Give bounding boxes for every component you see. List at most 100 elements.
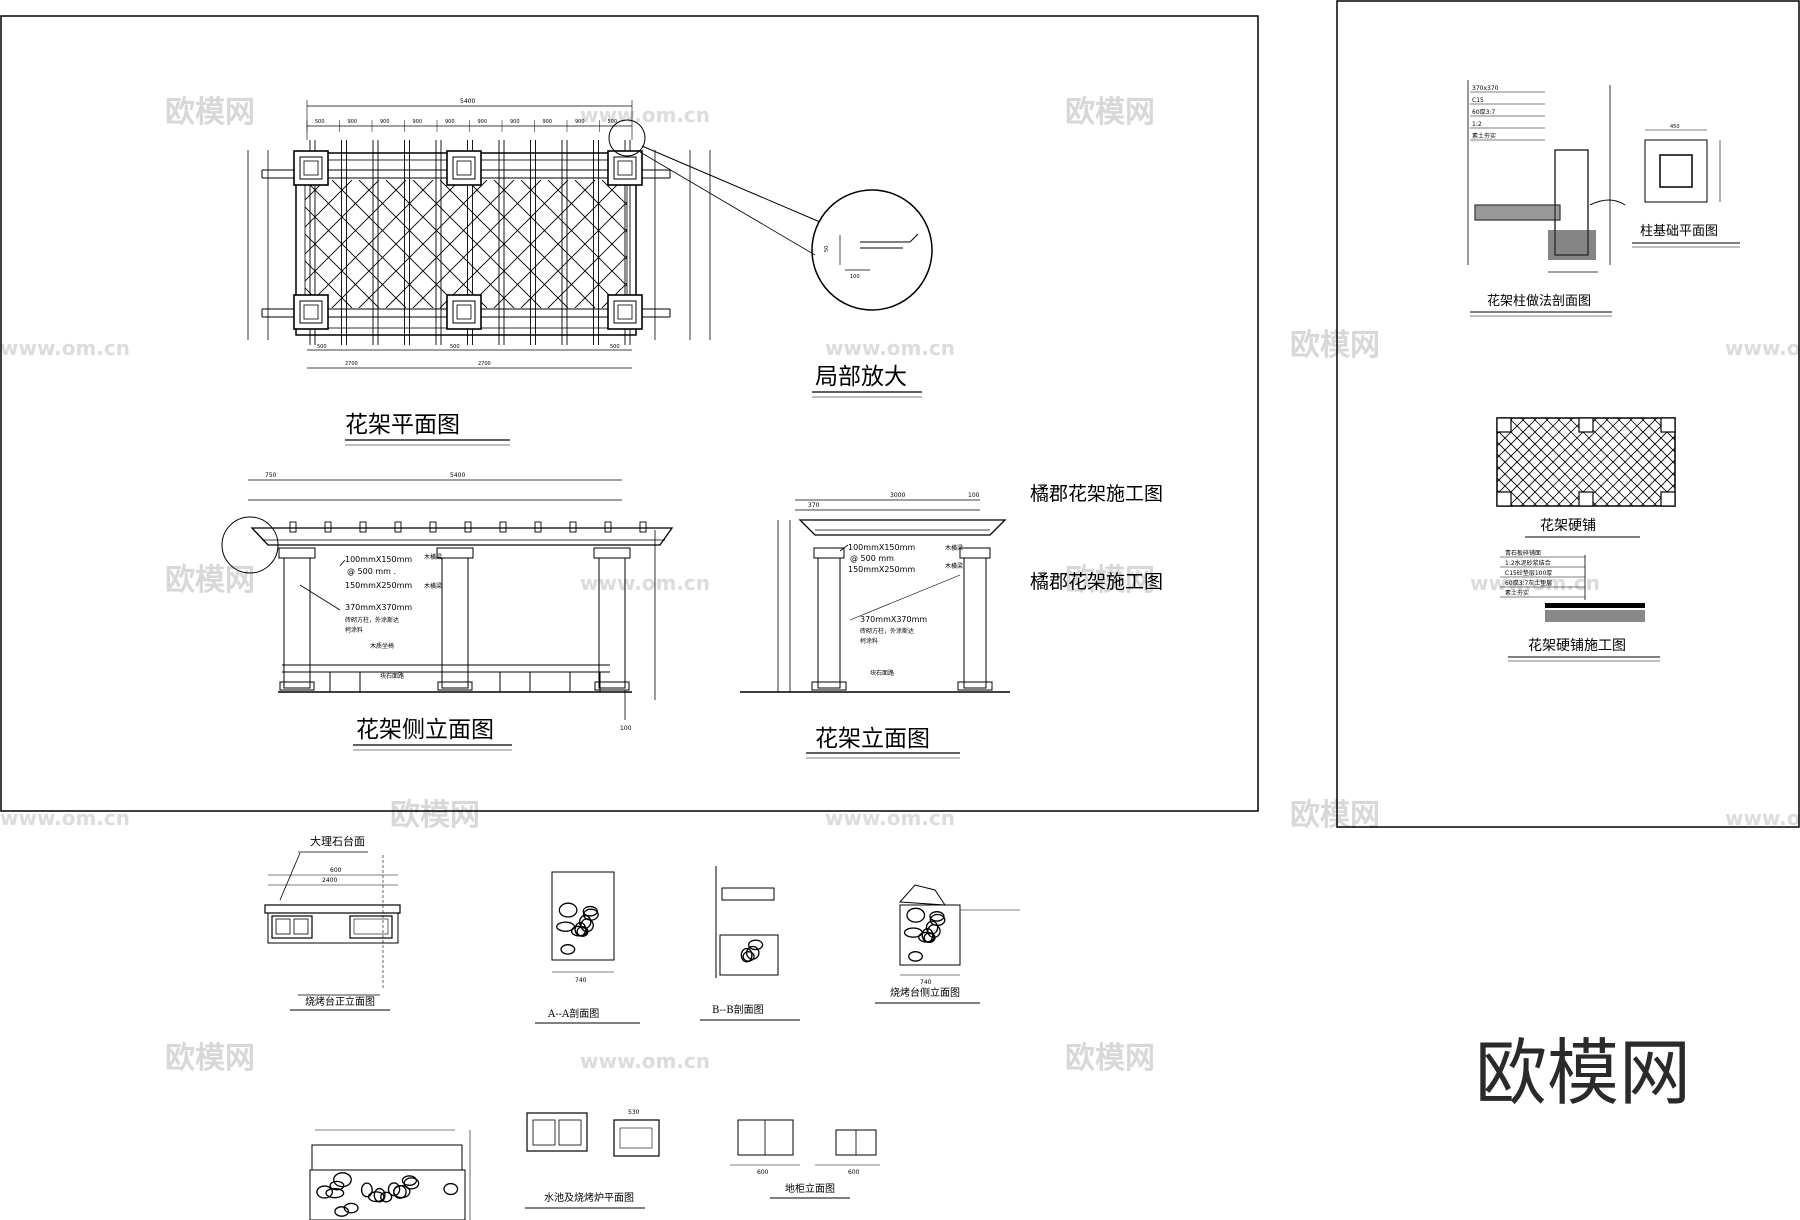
- stone: [560, 944, 576, 955]
- stone: [401, 1175, 418, 1186]
- paving-columns: [1496, 417, 1676, 507]
- dim: 600: [848, 1169, 860, 1176]
- lattice-line: [8, 180, 136, 308]
- paving-line: [1592, 423, 1675, 506]
- main-sheet-frame: [0, 15, 1259, 812]
- paving-line: [1604, 435, 1675, 506]
- side-note: 木横梁: [424, 582, 442, 590]
- paving-line: [1652, 418, 1675, 441]
- front-note: 100mmX150mm: [848, 543, 915, 552]
- lattice-line: [629, 180, 757, 308]
- plan-column: [607, 294, 643, 330]
- watermark-logo: 欧模网: [390, 798, 480, 833]
- watermark-url: www.om.cn: [825, 806, 955, 830]
- cabinet-title: 地柜立面图: [785, 1182, 835, 1195]
- paving-line: [1568, 418, 1658, 506]
- plan-dim: 500: [450, 344, 460, 350]
- lattice-line: [872, 180, 1000, 308]
- watermark-url: www.om.cn: [1725, 336, 1800, 360]
- lattice-line: [818, 180, 946, 308]
- lattice-line: [926, 180, 1054, 308]
- stone: [443, 1182, 459, 1196]
- plan-column-core: [303, 160, 319, 176]
- stone: [334, 1206, 350, 1217]
- paving-line: [1616, 447, 1675, 506]
- dim: 600: [757, 1169, 769, 1176]
- bench-legs: [329, 672, 601, 692]
- paving-line: [1652, 483, 1675, 506]
- plan-dim: 500: [315, 119, 325, 125]
- lattice-line: [520, 201, 627, 308]
- plan-column-core: [617, 304, 633, 320]
- watermark-logo: 欧模网: [165, 563, 255, 598]
- plan-column: [446, 294, 482, 330]
- lattice-line: [466, 180, 596, 308]
- column-cap: [278, 547, 316, 559]
- stone: [740, 947, 753, 963]
- watermark-logo: 欧模网: [1065, 95, 1155, 130]
- lattice-line: [116, 180, 244, 308]
- watermark-logo: 欧模网: [165, 95, 255, 130]
- joist-end: [534, 521, 542, 533]
- detail-title: 局部放大: [815, 364, 907, 390]
- side-stones: [903, 907, 946, 962]
- lattice-line: [412, 180, 542, 308]
- lattice-line: [62, 180, 190, 308]
- plan-title: 花架平面图: [345, 412, 460, 438]
- plan-dim: 500: [610, 344, 620, 350]
- lattice-line: [305, 180, 353, 228]
- lattice-line: [89, 180, 217, 308]
- plan-dim: 500: [608, 119, 618, 125]
- stone: [558, 902, 578, 918]
- lattice-line: [8, 180, 136, 308]
- paving-layer: 60厚3:7灰土垫层: [1505, 579, 1552, 587]
- lattice-line: [818, 180, 946, 308]
- stone: [373, 1187, 386, 1203]
- lattice-line: [305, 180, 407, 282]
- joist-end: [324, 521, 332, 533]
- paving-line: [1544, 418, 1634, 506]
- dim: 740: [920, 979, 932, 986]
- joist-end: [429, 521, 437, 533]
- stone: [570, 925, 588, 937]
- section-layer: 60厚3:7: [1472, 109, 1495, 116]
- paving-line: [1497, 418, 1514, 435]
- column-shaft: [441, 557, 469, 689]
- stone: [908, 951, 923, 962]
- plan-column-core: [303, 304, 319, 320]
- stone: [925, 920, 939, 935]
- lattice-line: [926, 180, 1054, 308]
- svg-text:100: 100: [620, 725, 632, 732]
- stone: [333, 1172, 352, 1188]
- lattice-line: [574, 180, 627, 233]
- paving-line: [1497, 418, 1574, 495]
- paving-line: [1497, 418, 1550, 471]
- dim-total: 5400: [460, 98, 475, 105]
- joist-end: [639, 521, 647, 533]
- bb-title: B--B剖面图: [712, 1003, 764, 1016]
- section-title: 花架柱做法剖面图: [1487, 293, 1591, 309]
- lattice-line: [601, 180, 627, 206]
- side-joists: [289, 521, 647, 533]
- watermark-url: www.om.cn: [825, 336, 955, 360]
- sink-bbq-plan: 530 水池及烧烤炉平面图: [525, 1109, 660, 1209]
- plan-column-core: [456, 160, 472, 176]
- stone: [747, 939, 764, 951]
- plan-columns: [293, 150, 643, 330]
- plan-column-inner: [299, 156, 323, 180]
- watermark-url: www.om.cn: [1725, 806, 1800, 830]
- lattice-line: [439, 180, 569, 308]
- paving-line: [1497, 465, 1538, 506]
- column-shaft: [598, 557, 626, 689]
- side-note: 370mmX370mm: [345, 603, 412, 612]
- front-dim: 100: [968, 492, 980, 499]
- right-sheet-frame: [1336, 0, 1800, 828]
- section-layer: 素土夯实: [1472, 132, 1496, 140]
- side-note: @ 500 mm .: [347, 567, 396, 576]
- column-cap: [593, 547, 631, 559]
- watermark-url: www.om.cn: [580, 1049, 710, 1073]
- column-cap: [436, 547, 474, 559]
